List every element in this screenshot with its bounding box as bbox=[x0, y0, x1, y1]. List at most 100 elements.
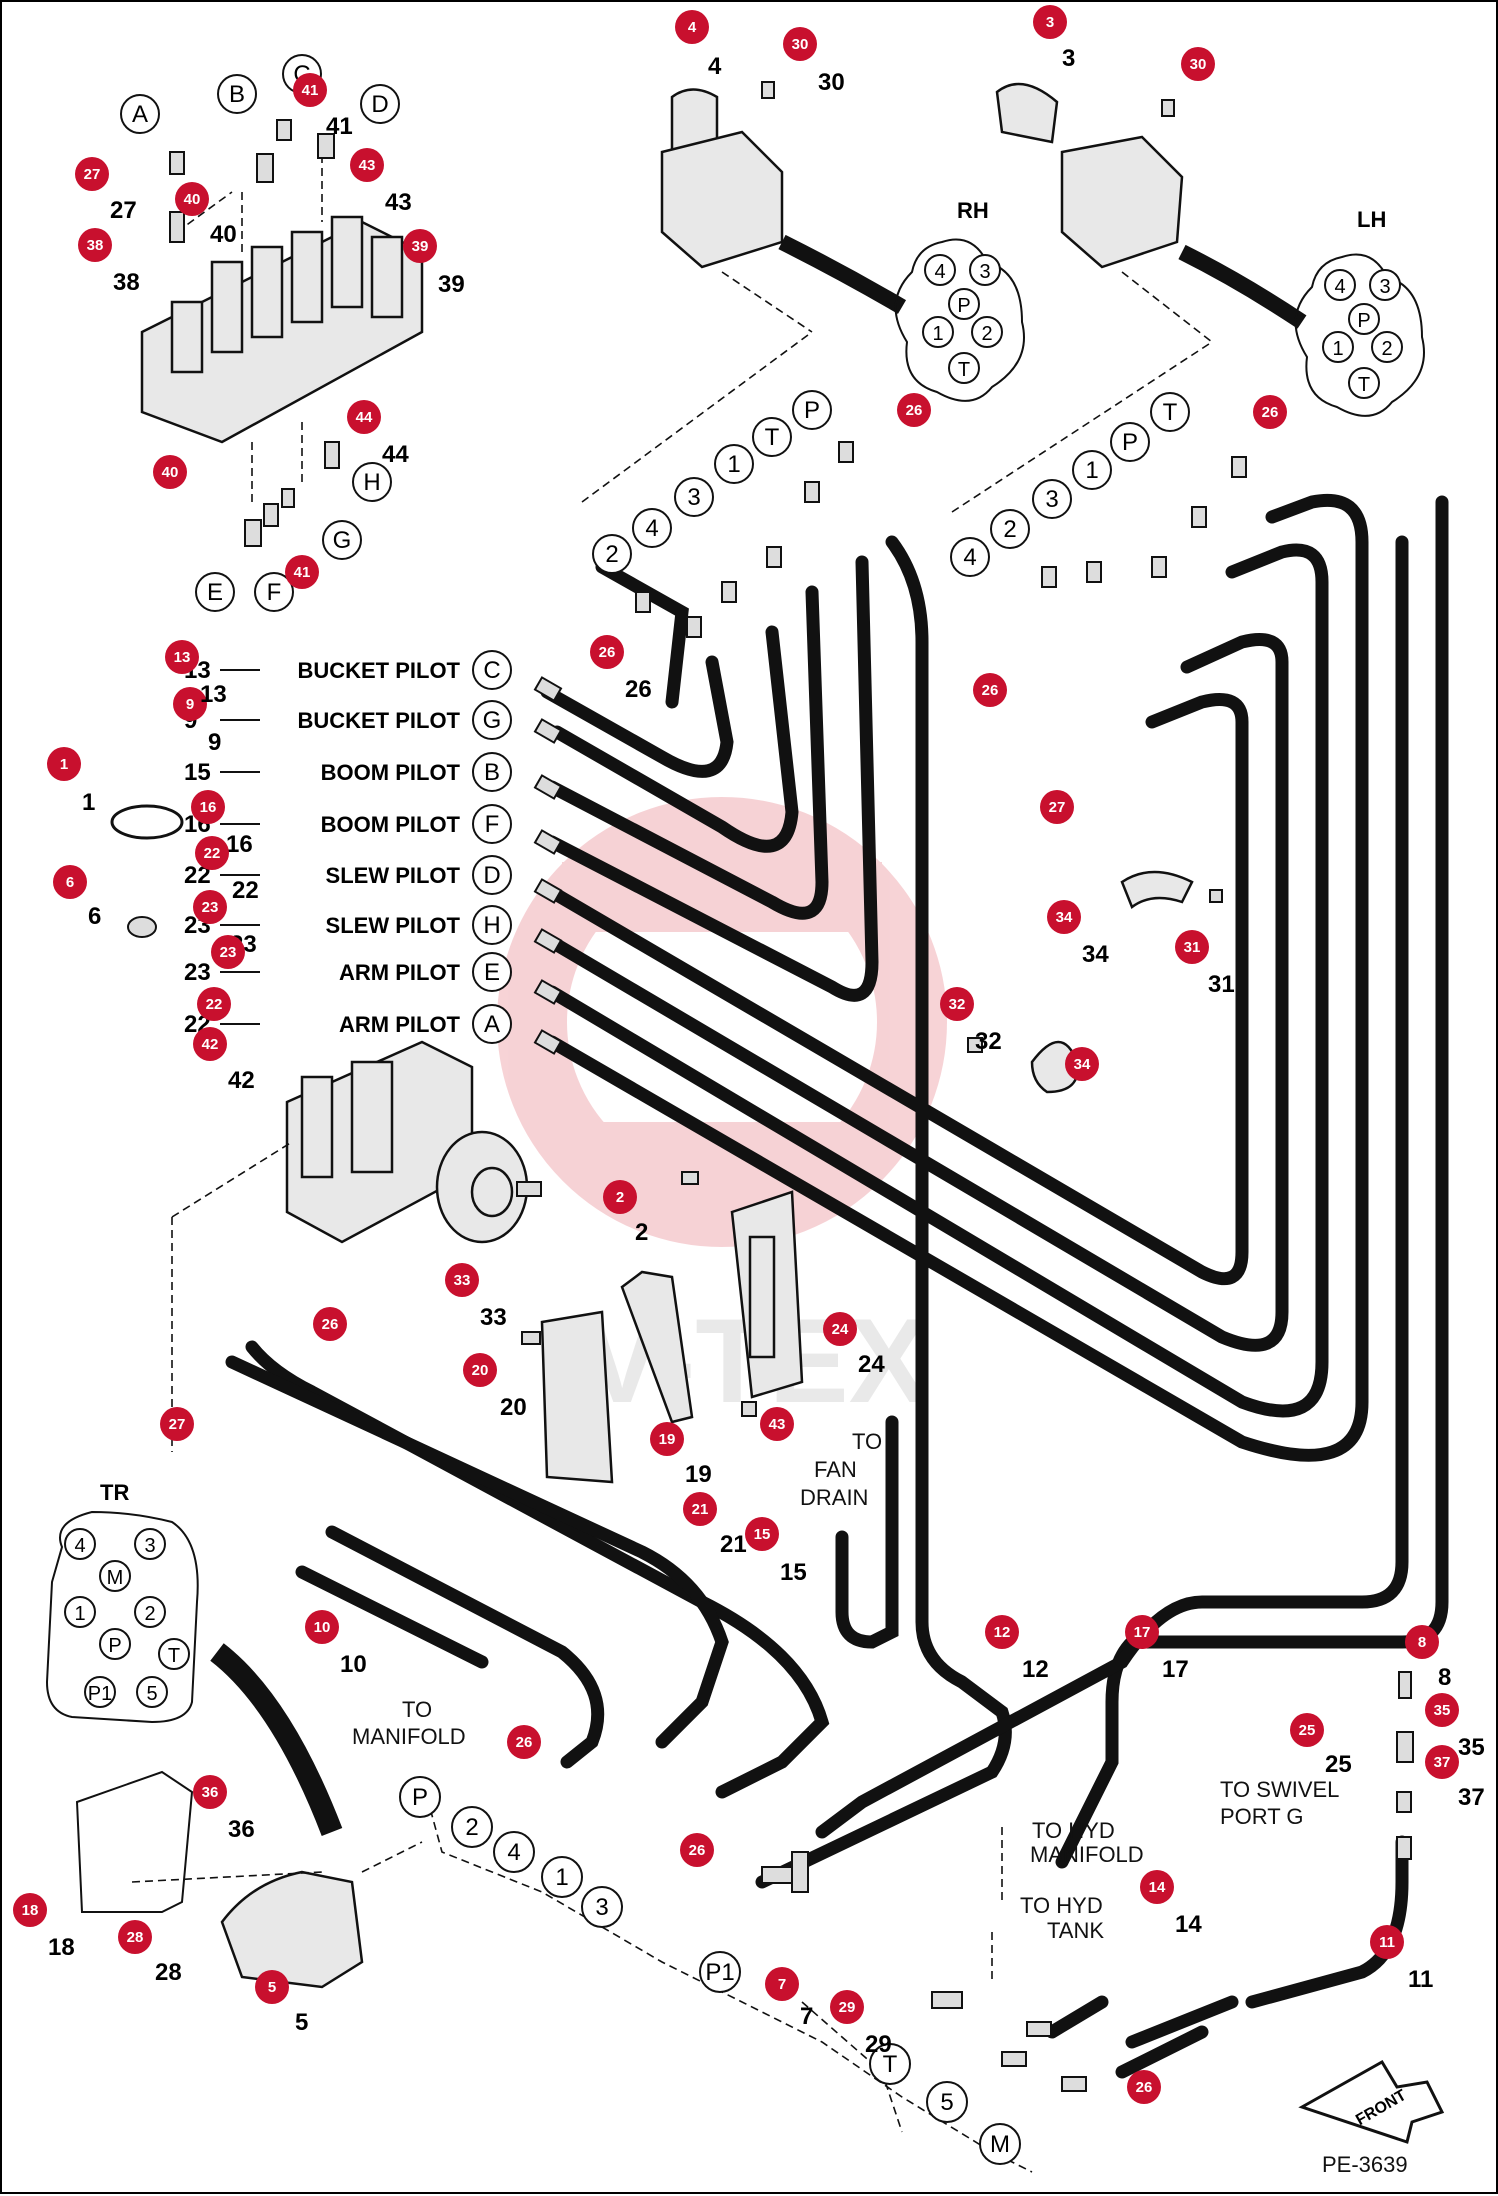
svg-text:3: 3 bbox=[1046, 14, 1054, 31]
lh-hose-port-label: 3 bbox=[1045, 486, 1058, 513]
tr-pattern-port-label: 3 bbox=[144, 1535, 155, 1557]
rh-pattern-port-label: 2 bbox=[981, 323, 992, 345]
callout-badge: 43 bbox=[760, 1407, 794, 1441]
callout-number: 7 bbox=[800, 2003, 813, 2030]
to-swivel-1: TO SWIVEL bbox=[1220, 1777, 1339, 1802]
svg-text:12: 12 bbox=[994, 1624, 1011, 1641]
callout-number: 5 bbox=[295, 2009, 308, 2036]
pilot-hoses bbox=[540, 493, 1369, 1462]
svg-text:2: 2 bbox=[616, 1189, 624, 1206]
diagram-id: PE-3639 bbox=[1322, 2152, 1408, 2177]
bottom-port-4: 4 bbox=[493, 1831, 535, 1873]
control-valve bbox=[140, 142, 424, 502]
svg-text:40: 40 bbox=[184, 191, 201, 208]
callout-badge: 8 bbox=[1405, 1625, 1439, 1659]
svg-text:42: 42 bbox=[202, 1036, 219, 1053]
lh-hose-port: 4 bbox=[950, 537, 990, 577]
callout-badge: 27 bbox=[75, 157, 109, 191]
valve-port-b: B bbox=[217, 74, 257, 114]
lh-pattern-port-label: 3 bbox=[1379, 276, 1390, 298]
pilot-line-label: ARM PILOT bbox=[339, 960, 461, 985]
pilot-line-label: SLEW PILOT bbox=[326, 913, 461, 938]
callout-badge: 21 bbox=[683, 1492, 717, 1526]
valve-port-f-label: F bbox=[267, 579, 282, 606]
bottom-port-3: 3 bbox=[581, 1886, 623, 1928]
svg-text:38: 38 bbox=[87, 237, 104, 254]
to-fan-drain-1: TO bbox=[852, 1429, 882, 1454]
callout-badge: 42 bbox=[193, 1027, 227, 1061]
valve-port-e: E bbox=[195, 572, 235, 612]
callout-badge: 20 bbox=[463, 1353, 497, 1387]
valve-port-g: G bbox=[322, 520, 362, 560]
rh-pattern-port-label: 1 bbox=[932, 323, 943, 345]
to-hyd-tank-1: TO HYD bbox=[1020, 1893, 1103, 1918]
svg-text:26: 26 bbox=[689, 1842, 706, 1859]
callout-badge: 38 bbox=[78, 228, 112, 262]
svg-text:26: 26 bbox=[906, 402, 923, 419]
callout-badge: 25 bbox=[1290, 1713, 1324, 1747]
rh-hose-port: 2 bbox=[592, 534, 632, 574]
pilot-port-f: F bbox=[472, 804, 512, 844]
rh-pattern-port: 4 bbox=[924, 254, 956, 286]
callout-badge: 2 bbox=[603, 1180, 637, 1214]
callout-number: 22 bbox=[232, 877, 259, 904]
svg-text:17: 17 bbox=[1134, 1624, 1151, 1641]
callout-badge: 26 bbox=[680, 1833, 714, 1867]
callout-badge: 36 bbox=[193, 1775, 227, 1809]
bottom-port-p-label: P bbox=[412, 1784, 428, 1811]
callout-badge: 27 bbox=[160, 1407, 194, 1441]
callout-badge: 40 bbox=[175, 182, 209, 216]
svg-text:34: 34 bbox=[1074, 1056, 1091, 1073]
callout-badge: 26 bbox=[590, 635, 624, 669]
pilot-line-label: BUCKET PILOT bbox=[297, 708, 460, 733]
rh-pattern-port: 3 bbox=[969, 254, 1001, 286]
pilot-line-label: SLEW PILOT bbox=[326, 863, 461, 888]
rh-joystick bbox=[581, 81, 907, 503]
callout-number: 40 bbox=[210, 221, 237, 248]
valve-port-a-label: A bbox=[132, 101, 148, 128]
svg-text:22: 22 bbox=[204, 845, 221, 862]
callout-badge: 11 bbox=[1370, 1925, 1404, 1959]
bottom-port-t: T bbox=[869, 2043, 911, 2085]
tr-pattern-port: M bbox=[99, 1560, 131, 1592]
lh-pattern-port: 1 bbox=[1322, 331, 1354, 363]
callout-number: 28 bbox=[155, 1959, 182, 1986]
svg-text:6: 6 bbox=[66, 874, 74, 891]
svg-text:13: 13 bbox=[174, 649, 191, 666]
lh-hose-port: P bbox=[1110, 422, 1150, 462]
tr-pattern-port: T bbox=[158, 1638, 190, 1670]
callout-number: 21 bbox=[720, 1531, 747, 1558]
tr-pattern-port-label: M bbox=[107, 1567, 124, 1589]
lh-hose-port-label: 1 bbox=[1085, 457, 1098, 484]
bottom-port-3-label: 3 bbox=[595, 1894, 608, 1921]
rh-pattern-port: T bbox=[948, 352, 980, 384]
svg-text:30: 30 bbox=[1190, 56, 1207, 73]
callout-badge: 27 bbox=[1040, 790, 1074, 824]
rh-title: RH bbox=[957, 198, 989, 223]
to-hyd-manifold-1: TO HYD bbox=[1032, 1818, 1115, 1843]
callout-number: 11 bbox=[1408, 1966, 1433, 1993]
callout-badge: 18 bbox=[13, 1893, 47, 1927]
svg-text:1: 1 bbox=[60, 756, 68, 773]
pilot-port-g: G bbox=[472, 700, 512, 740]
lh-hose-port: 1 bbox=[1072, 450, 1112, 490]
svg-text:28: 28 bbox=[127, 1929, 144, 1946]
callout-number: 31 bbox=[1208, 971, 1235, 998]
svg-text:25: 25 bbox=[1299, 1722, 1316, 1739]
pilot-line-label: BUCKET PILOT bbox=[297, 658, 460, 683]
bottom-port-5: 5 bbox=[926, 2081, 968, 2123]
callout-number: 18 bbox=[48, 1934, 75, 1961]
valve-port-d: D bbox=[360, 84, 400, 124]
svg-text:44: 44 bbox=[356, 409, 373, 426]
rh-pattern-port-label: 4 bbox=[934, 261, 945, 283]
pilot-port-h: H bbox=[472, 905, 512, 945]
svg-text:26: 26 bbox=[982, 682, 999, 699]
svg-text:18: 18 bbox=[22, 1902, 39, 1919]
bottom-port-4-label: 4 bbox=[507, 1839, 520, 1866]
callout-badge: 26 bbox=[507, 1725, 541, 1759]
lh-pattern-port-label: 4 bbox=[1334, 276, 1345, 298]
lh-hose-port-label: 2 bbox=[1003, 516, 1016, 543]
callout-number: 13 bbox=[200, 681, 227, 708]
bottom-port-1: 1 bbox=[541, 1856, 583, 1898]
